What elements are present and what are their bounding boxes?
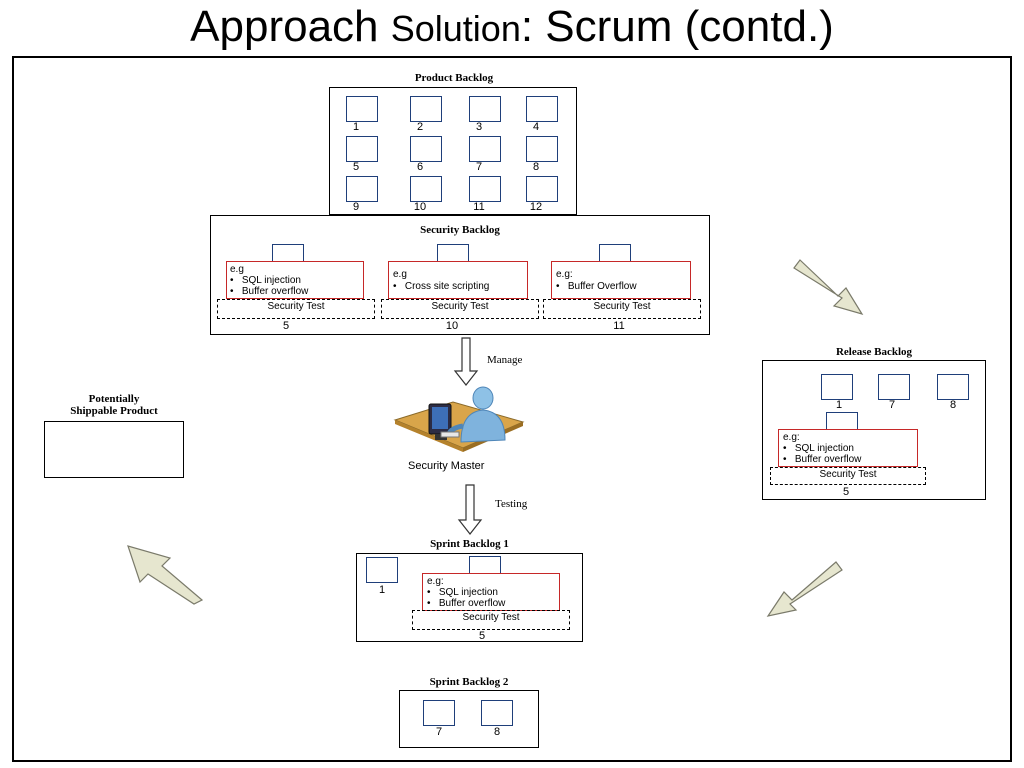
product-backlog-item-square-12 xyxy=(526,176,558,202)
release-card-bullet-1: • SQL injection xyxy=(783,443,854,454)
sprint-2-item-square-2 xyxy=(481,700,513,726)
sprint-1-card xyxy=(422,573,560,611)
security-card-1-number: 5 xyxy=(282,320,290,332)
product-backlog-item-square-3 xyxy=(469,96,501,122)
product-backlog-item-number-4: 4 xyxy=(532,121,540,133)
sprint-1-card-eg: e.g: xyxy=(427,576,444,587)
product-backlog-item-square-1 xyxy=(346,96,378,122)
release-item-square-3 xyxy=(937,374,969,400)
product-backlog-item-number-8: 8 xyxy=(532,161,540,173)
security-card-1-test: Security Test xyxy=(217,299,375,319)
shippable-heading-line-2: Shippable Product xyxy=(70,405,158,417)
sprint-2-item-square-1 xyxy=(423,700,455,726)
sprint-1-item-number: 1 xyxy=(378,584,386,596)
sprint-backlog-1-heading: Sprint Backlog 1 xyxy=(430,538,509,550)
product-backlog-item-square-5 xyxy=(346,136,378,162)
product-backlog-item-number-11: 11 xyxy=(473,201,485,213)
release-item-number-2: 7 xyxy=(888,399,896,411)
security-card-2-bullet-1: • Cross site scripting xyxy=(393,281,490,292)
title-rest: : Scrum (contd.) xyxy=(520,2,834,51)
diagram-frame xyxy=(12,56,1012,762)
product-backlog-item-number-6: 6 xyxy=(416,161,424,173)
sprint-1-card-number: 5 xyxy=(478,630,486,642)
security-card-3-bullet-1: • Buffer Overflow xyxy=(556,281,637,292)
product-backlog-item-square-7 xyxy=(469,136,501,162)
sprint-1-card-test: Security Test xyxy=(412,610,570,630)
sprint-backlog-2-heading: Sprint Backlog 2 xyxy=(429,676,509,688)
product-backlog-item-number-10: 10 xyxy=(413,201,427,213)
release-card-bullet-2: • Buffer overflow xyxy=(783,454,862,465)
security-card-2-test: Security Test xyxy=(381,299,539,319)
product-backlog-item-square-4 xyxy=(526,96,558,122)
release-backlog-heading: Release Backlog xyxy=(835,346,913,358)
slide-title: Approach Solution: Scrum (contd.) xyxy=(0,0,1024,58)
product-backlog-item-square-9 xyxy=(346,176,378,202)
release-item-number-3: 8 xyxy=(949,399,957,411)
release-item-square-2 xyxy=(878,374,910,400)
security-card-1-bullet-2: • Buffer overflow xyxy=(230,286,309,297)
sprint-2-item-number-1: 7 xyxy=(435,726,443,738)
product-backlog-item-square-10 xyxy=(410,176,442,202)
manage-label: Manage xyxy=(487,354,523,366)
security-master-label: Security Master xyxy=(408,460,485,472)
security-card-1-bullet-1: • SQL injection xyxy=(230,275,301,286)
product-backlog-item-square-8 xyxy=(526,136,558,162)
arrow-to-shippable-product xyxy=(127,545,204,605)
security-card-2-eg: e.g xyxy=(393,269,407,280)
product-backlog-item-number-5: 5 xyxy=(352,161,360,173)
product-backlog-heading: Product Backlog xyxy=(414,72,494,84)
sprint-1-card-bullet-2: • Buffer overflow xyxy=(427,598,506,609)
product-backlog-item-number-2: 2 xyxy=(416,121,424,133)
title-main: Approach xyxy=(190,2,379,51)
security-card-3-number: 11 xyxy=(613,320,625,332)
shippable-product-box xyxy=(44,421,184,478)
security-card-2-number: 10 xyxy=(445,320,459,332)
arrow-to-sprint-backlog xyxy=(766,561,843,617)
security-card-1-eg: e.g xyxy=(230,264,244,275)
sprint-1-item-square xyxy=(366,557,398,583)
title-sub: Solution xyxy=(390,8,521,49)
security-backlog-heading: Security Backlog xyxy=(420,224,500,236)
release-item-square-1 xyxy=(821,374,853,400)
sprint-1-card-bullet-1: • SQL injection xyxy=(427,587,498,598)
release-card xyxy=(778,429,918,467)
product-backlog-item-square-6 xyxy=(410,136,442,162)
security-card-1 xyxy=(226,261,364,299)
security-card-3-eg: e.g: xyxy=(556,269,573,280)
sprint-backlog-2-box xyxy=(399,690,539,748)
shippable-heading-line-1: Potentially xyxy=(88,393,140,405)
product-backlog-item-number-1: 1 xyxy=(352,121,360,133)
manage-arrow xyxy=(453,337,479,386)
release-card-eg: e.g: xyxy=(783,432,800,443)
product-backlog-item-square-11 xyxy=(469,176,501,202)
product-backlog-item-number-3: 3 xyxy=(475,121,483,133)
product-backlog-item-number-7: 7 xyxy=(475,161,483,173)
release-item-number-1: 1 xyxy=(835,399,843,411)
product-backlog-item-number-12: 12 xyxy=(529,201,543,213)
security-master-figure xyxy=(393,386,525,452)
testing-arrow xyxy=(457,484,483,535)
release-card-test: Security Test xyxy=(770,467,926,485)
product-backlog-item-number-9: 9 xyxy=(352,201,360,213)
product-backlog-item-square-2 xyxy=(410,96,442,122)
testing-label: Testing xyxy=(495,498,528,510)
release-card-number: 5 xyxy=(842,486,850,498)
arrow-to-release-backlog xyxy=(793,259,864,316)
security-card-3 xyxy=(551,261,691,299)
security-card-3-test: Security Test xyxy=(543,299,701,319)
sprint-2-item-number-2: 8 xyxy=(493,726,501,738)
security-card-2 xyxy=(388,261,528,299)
